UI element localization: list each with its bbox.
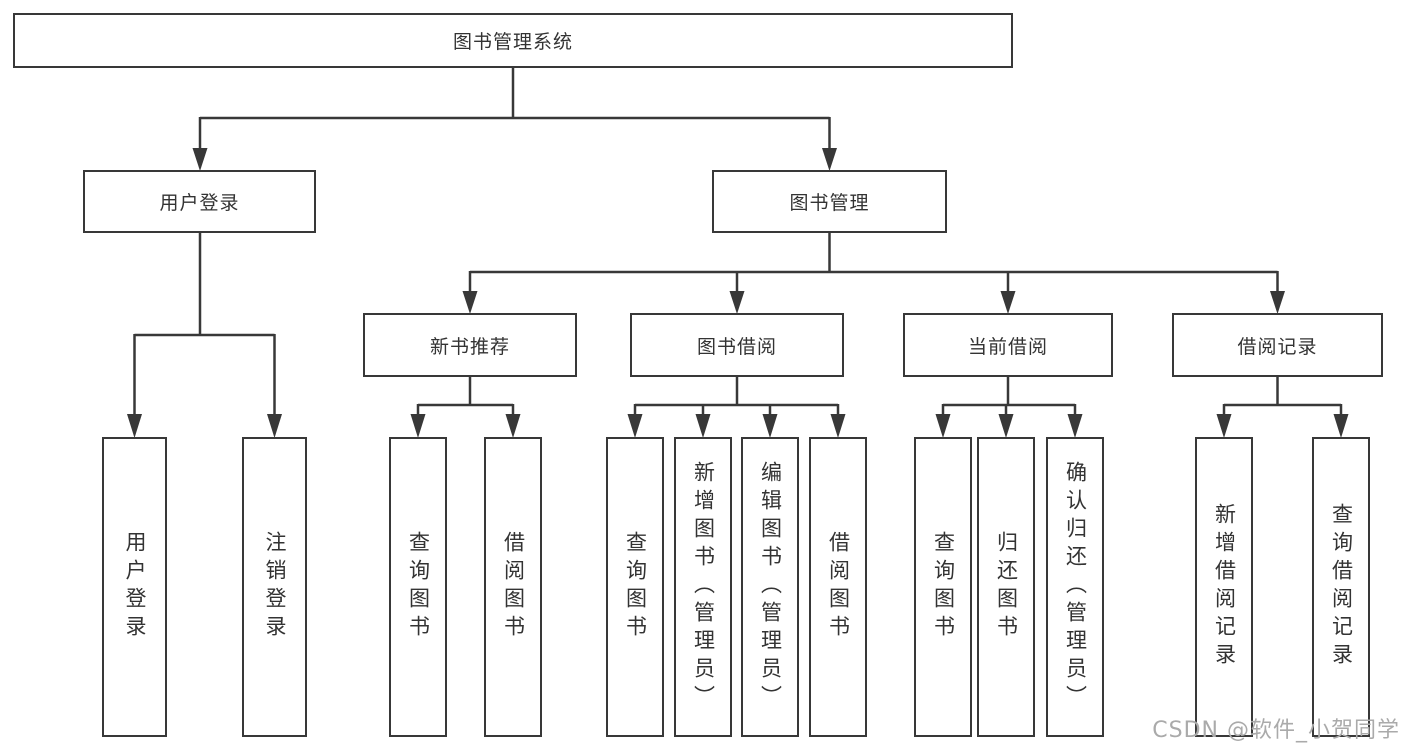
node-root-label: 图书管理系统	[452, 31, 573, 53]
leaf-borrow-books-1: 借阅图书	[484, 437, 542, 737]
node-new-book-recommend: 新书推荐	[363, 313, 577, 377]
leaf-return-books: 归还图书	[977, 437, 1035, 737]
node-book-management: 图书管理	[712, 170, 947, 233]
node-current-borrow-label: 当前借阅	[967, 335, 1048, 358]
node-book-management-label: 图书管理	[789, 192, 870, 214]
leaf-query-books-2-label: 查询图书	[623, 531, 648, 643]
leaf-logout-label: 注销登录	[263, 531, 288, 643]
leaf-edit-books-admin-label: 编辑图书（管理员）	[758, 461, 783, 713]
leaf-add-borrow-record: 新增借阅记录	[1195, 437, 1253, 737]
leaf-borrow-books-1-label: 借阅图书	[501, 531, 526, 643]
leaf-query-borrow-record: 查询借阅记录	[1312, 437, 1370, 737]
leaf-query-books-3-label: 查询图书	[931, 531, 956, 643]
leaf-user-login-label: 用户登录	[123, 531, 148, 643]
node-borrow-records: 借阅记录	[1172, 313, 1383, 377]
leaf-borrow-books-2: 借阅图书	[809, 437, 867, 737]
leaf-add-books-admin-label: 新增图书（管理员）	[691, 461, 716, 713]
node-book-borrow-label: 图书借阅	[696, 335, 777, 358]
leaf-query-borrow-record-label: 查询借阅记录	[1329, 503, 1354, 671]
leaf-query-books-1-label: 查询图书	[406, 531, 431, 643]
leaf-edit-books-admin: 编辑图书（管理员）	[741, 437, 799, 737]
csdn-watermark: CSDN @软件_小贺同学	[1152, 718, 1400, 743]
node-root: 图书管理系统	[13, 13, 1013, 68]
node-user-login: 用户登录	[83, 170, 316, 233]
leaf-logout: 注销登录	[242, 437, 307, 737]
leaf-add-borrow-record-label: 新增借阅记录	[1212, 503, 1237, 671]
node-book-borrow: 图书借阅	[630, 313, 844, 377]
node-borrow-records-label: 借阅记录	[1237, 335, 1318, 358]
node-new-book-recommend-label: 新书推荐	[429, 335, 510, 358]
node-user-login-label: 用户登录	[159, 192, 240, 214]
leaf-add-books-admin: 新增图书（管理员）	[674, 437, 732, 737]
leaf-query-books-1: 查询图书	[389, 437, 447, 737]
leaf-query-books-3: 查询图书	[914, 437, 972, 737]
leaf-user-login: 用户登录	[102, 437, 167, 737]
leaf-confirm-return-admin: 确认归还（管理员）	[1046, 437, 1104, 737]
arrowhead-icons	[127, 148, 1349, 438]
leaf-return-books-label: 归还图书	[994, 531, 1019, 643]
node-current-borrow: 当前借阅	[903, 313, 1113, 377]
leaf-query-books-2: 查询图书	[606, 437, 664, 737]
leaf-confirm-return-admin-label: 确认归还（管理员）	[1063, 461, 1088, 713]
leaf-borrow-books-2-label: 借阅图书	[826, 531, 851, 643]
